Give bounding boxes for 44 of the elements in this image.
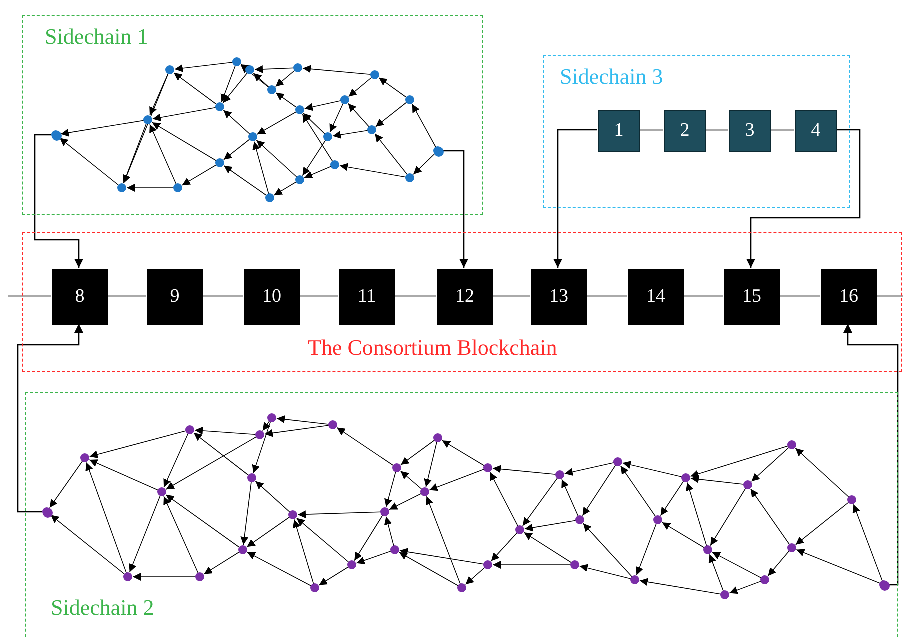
group-title: The Consortium Blockchain bbox=[308, 335, 558, 361]
chain-line bbox=[705, 129, 728, 131]
dashed-group-box bbox=[25, 392, 898, 637]
block: 14 bbox=[628, 269, 684, 325]
block: 12 bbox=[437, 269, 493, 325]
block: 15 bbox=[724, 269, 780, 325]
group-title: Sidechain 1 bbox=[45, 24, 148, 50]
block: 9 bbox=[147, 269, 203, 325]
chain-line bbox=[394, 295, 436, 297]
block: 11 bbox=[339, 269, 395, 325]
block: 3 bbox=[729, 110, 771, 152]
arrow bbox=[17, 324, 84, 513]
dashed-group-box bbox=[543, 55, 850, 208]
chain-line bbox=[876, 295, 903, 297]
chain-line bbox=[683, 295, 723, 297]
chain-line bbox=[779, 295, 820, 297]
node-dot bbox=[43, 508, 53, 518]
block: 1 bbox=[598, 110, 640, 152]
block: 8 bbox=[52, 269, 108, 325]
chain-line bbox=[299, 295, 338, 297]
node-dot bbox=[880, 581, 890, 591]
group-title: Sidechain 3 bbox=[560, 64, 664, 90]
block: 13 bbox=[531, 269, 587, 325]
chain-line bbox=[586, 295, 627, 297]
dashed-group-box bbox=[22, 15, 483, 215]
chain-line bbox=[639, 129, 663, 131]
chain-line bbox=[492, 295, 530, 297]
chain-line bbox=[202, 295, 243, 297]
arrow bbox=[34, 134, 84, 268]
dashed-group-box bbox=[22, 232, 902, 372]
arrow bbox=[746, 129, 861, 268]
chain-line bbox=[770, 129, 794, 131]
chain-line bbox=[107, 295, 146, 297]
arrow bbox=[844, 324, 899, 586]
node-dot bbox=[52, 131, 62, 141]
arrow bbox=[443, 150, 468, 268]
block: 4 bbox=[795, 110, 837, 152]
block: 10 bbox=[244, 269, 300, 325]
chain-line bbox=[8, 295, 51, 297]
node-dot bbox=[434, 147, 444, 157]
arrow bbox=[554, 129, 597, 268]
block: 2 bbox=[664, 110, 706, 152]
block: 16 bbox=[821, 269, 877, 325]
group-title: Sidechain 2 bbox=[51, 595, 154, 621]
